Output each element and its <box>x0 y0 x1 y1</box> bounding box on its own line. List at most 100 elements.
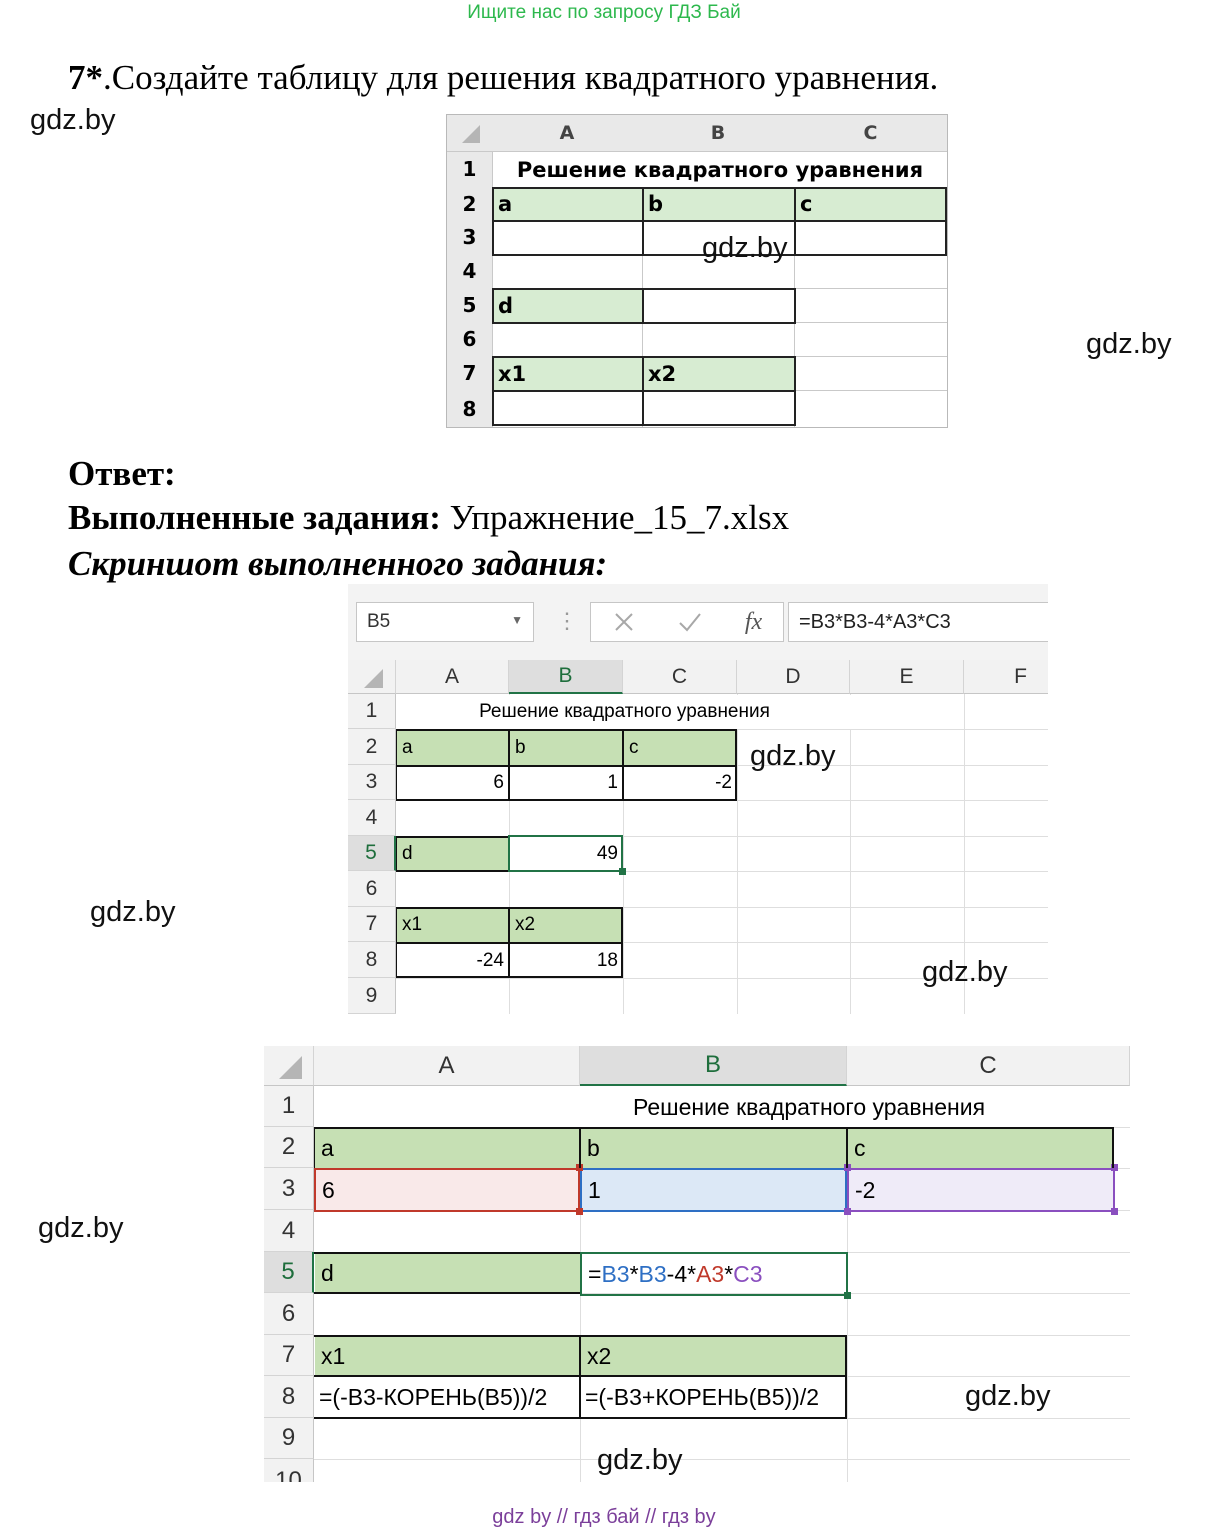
watermark: gdz.by <box>90 896 176 928</box>
done-tasks-file: Упражнение_15_7.xlsx <box>440 498 790 537</box>
row-header[interactable]: 8 <box>264 1376 314 1418</box>
cell-b2[interactable]: b <box>510 730 623 765</box>
cell-a5[interactable]: d <box>397 837 509 871</box>
cell-a2[interactable]: a <box>397 730 509 765</box>
row-header[interactable]: 10 <box>264 1459 314 1482</box>
row-header[interactable]: 3 <box>348 765 396 800</box>
select-all-icon <box>363 668 383 688</box>
formula-bar: B5 ▼ ⋮ fx =B3*B3-4*A3*C3 <box>348 584 1048 660</box>
watermark: gdz.by <box>965 1380 1051 1412</box>
row-header[interactable]: 6 <box>348 871 396 907</box>
row-header[interactable]: 9 <box>264 1418 314 1459</box>
cell-a7[interactable]: x1 <box>397 908 509 942</box>
cell-b5[interactable]: 49 <box>596 843 618 864</box>
reference-handle[interactable] <box>576 1208 583 1215</box>
name-box[interactable]: B5 ▼ <box>356 602 534 642</box>
cell-c2[interactable]: c <box>624 730 737 765</box>
column-header-a[interactable]: A <box>396 660 509 694</box>
column-header-c[interactable]: C <box>623 660 737 694</box>
row-header[interactable]: 8 <box>348 942 396 978</box>
cell-a3[interactable]: 6 <box>493 772 504 793</box>
watermark: gdz.by <box>922 956 1008 988</box>
column-header-d[interactable]: D <box>737 660 850 694</box>
done-tasks-label: Выполненные задания: <box>68 498 441 537</box>
check-icon[interactable] <box>677 610 703 634</box>
row-number: 2 <box>447 187 492 220</box>
reference-handle[interactable] <box>844 1208 851 1215</box>
formula-input[interactable]: =B3*B3-4*A3*C3 <box>788 602 1048 642</box>
watermark: gdz.by <box>1086 328 1172 360</box>
select-all-icon <box>461 125 480 143</box>
selected-cell-outline <box>508 835 623 872</box>
row-header[interactable]: 7 <box>348 907 396 942</box>
fill-handle[interactable] <box>619 868 626 875</box>
cell-b3[interactable]: 1 <box>607 772 618 793</box>
cell-b8[interactable]: 18 <box>596 949 618 971</box>
row-number: 4 <box>447 254 492 288</box>
row-header[interactable]: 3 <box>264 1168 314 1210</box>
cell-b2[interactable]: b <box>581 1128 847 1168</box>
task-table: A B C 1 2 3 4 5 6 7 8 Решение квадратног… <box>446 114 948 428</box>
sheet-title[interactable]: Решение квадратного уравнения <box>397 695 852 729</box>
row-header[interactable]: 4 <box>348 800 396 836</box>
column-header-e[interactable]: E <box>850 660 964 694</box>
row-header[interactable]: 1 <box>264 1086 314 1127</box>
cell-a2[interactable]: a <box>315 1128 580 1168</box>
screenshot-label: Скриншот выполненного задания: <box>68 544 608 583</box>
corner-cell <box>447 115 492 151</box>
cell-a7[interactable]: x1 <box>315 1336 580 1376</box>
corner-cell[interactable] <box>264 1046 314 1086</box>
cell-b7[interactable]: x2 <box>510 908 623 942</box>
label-x2: x2 <box>643 357 794 390</box>
cell-c3[interactable]: -2 <box>715 772 732 793</box>
row-header[interactable]: 1 <box>348 694 396 729</box>
reference-handle[interactable] <box>1111 1208 1118 1215</box>
task-text: .Создайте таблицу для решения квадратног… <box>103 58 939 97</box>
row-header[interactable]: 6 <box>264 1293 314 1335</box>
sheet-title[interactable]: Решение квадратного уравнения <box>633 1093 986 1120</box>
row-header[interactable]: 5 <box>264 1252 314 1293</box>
row-number: 5 <box>447 288 492 322</box>
function-icon[interactable]: fx <box>744 608 763 635</box>
label-a: a <box>493 188 642 220</box>
cell-c3-reference[interactable]: -2 <box>847 1168 1115 1212</box>
top-banner: Ищите нас по запросу ГДЗ Бай <box>467 2 741 23</box>
watermark: gdz.by <box>702 232 788 264</box>
cell-a8[interactable]: =(-B3-КОРЕНЬ(B5))/2 <box>319 1384 548 1410</box>
cell-a3-reference[interactable]: 6 <box>314 1168 580 1212</box>
fill-handle[interactable] <box>844 1292 851 1299</box>
corner-cell[interactable] <box>348 660 396 694</box>
row-number: 1 <box>447 151 492 187</box>
cell-a8[interactable]: -24 <box>476 949 504 971</box>
row-header[interactable]: 2 <box>264 1127 314 1168</box>
row-header[interactable]: 5 <box>348 836 396 871</box>
cell-a5[interactable]: d <box>315 1253 580 1293</box>
cell-b3-reference[interactable]: 1 <box>580 1168 847 1212</box>
row-header[interactable]: 9 <box>348 978 396 1014</box>
chevron-down-icon[interactable]: ▼ <box>511 613 523 627</box>
row-header[interactable]: 4 <box>264 1210 314 1252</box>
cell-b5-editing[interactable]: =B3*B3-4*A3*C3 <box>580 1252 848 1296</box>
close-icon[interactable] <box>612 610 636 634</box>
row-number: 3 <box>447 220 492 254</box>
column-header-b[interactable]: B <box>509 660 623 694</box>
cell-b8[interactable]: =(-B3+КОРЕНЬ(B5))/2 <box>585 1384 820 1410</box>
row-header[interactable]: 7 <box>264 1335 314 1376</box>
formula-part: -4* <box>666 1260 697 1287</box>
cell-b7[interactable]: x2 <box>581 1336 847 1376</box>
column-header-b[interactable]: B <box>580 1046 847 1086</box>
cell-c2[interactable]: c <box>848 1128 1112 1168</box>
row-header[interactable]: 2 <box>348 729 396 765</box>
column-header-f[interactable]: F <box>964 660 1048 694</box>
column-header-a[interactable]: A <box>314 1046 580 1086</box>
done-tasks-line: Выполненные задания: Упражнение_15_7.xls… <box>68 498 789 538</box>
formula-ref-c3: C3 <box>733 1260 763 1287</box>
task-heading: 7*.Создайте таблицу для решения квадратн… <box>68 58 938 98</box>
column-header-c[interactable]: C <box>847 1046 1130 1086</box>
reference-handle[interactable] <box>1111 1164 1118 1171</box>
label-d: d <box>493 289 642 322</box>
formula-part: * <box>724 1260 734 1287</box>
column-header-c: C <box>794 115 947 151</box>
row-number: 6 <box>447 322 492 356</box>
formula-ref-a3: A3 <box>696 1260 725 1287</box>
